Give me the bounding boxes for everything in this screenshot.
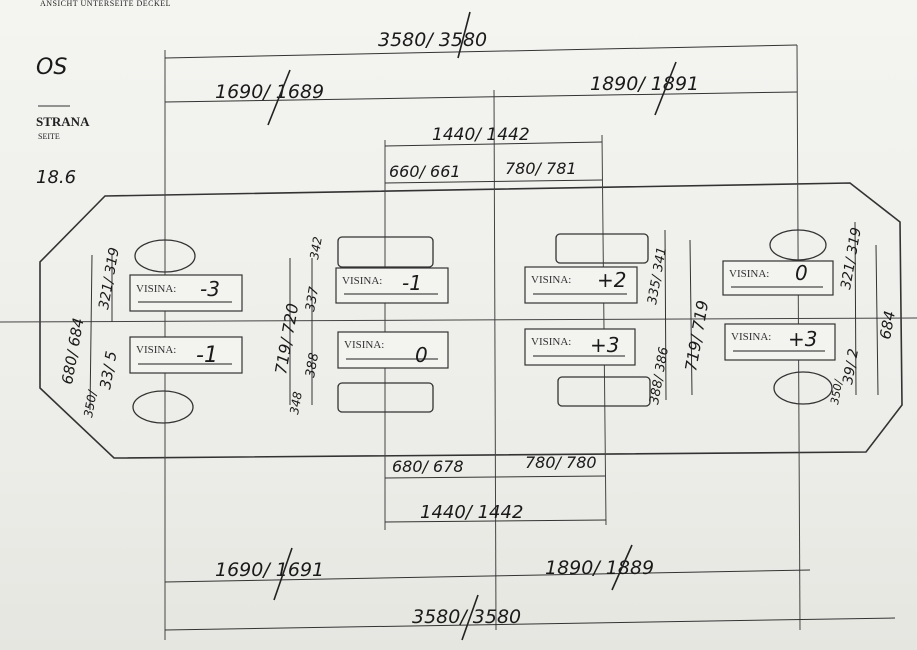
visina-value-f: 0 <box>415 343 428 367</box>
visina-box-h: VISINA: +3 <box>724 323 836 361</box>
dim-bottom-right-half: 1890/ 1889 <box>545 557 654 579</box>
visina-box-e: VISINA: -1 <box>129 336 243 374</box>
visina-box-f: VISINA: 0 <box>337 331 449 369</box>
dim-bottom-inner-split-line <box>384 475 606 479</box>
svg-text:VISINA:: VISINA: <box>729 268 769 280</box>
dim-left-upper: 321/ 319 <box>96 246 123 311</box>
center-axis-horizontal <box>0 317 917 323</box>
dim-left-tiny: 350/ <box>81 388 100 419</box>
svg-text:VISINA:: VISINA: <box>731 331 771 343</box>
dim-col2-upper: 337 <box>303 285 322 313</box>
dim-right-tiny: 350/ <box>828 378 845 406</box>
dim-bottom-inner-right: 780/ 780 <box>525 453 597 472</box>
pen-slash-top-right <box>654 61 677 116</box>
dim-col2-top: 342 <box>307 236 325 261</box>
dim-right-lower: 39/ 2 <box>840 347 862 385</box>
visina-box-a: VISINA: -3 <box>129 274 243 312</box>
dim-bottom-overall: 3580/ 3580 <box>412 606 521 628</box>
lid-outline <box>39 182 903 459</box>
visina-value-g: +3 <box>590 333 619 357</box>
visina-box-b: VISINA: -1 <box>335 267 449 304</box>
dim-top-overall: 3580/ 3580 <box>378 29 487 51</box>
dim-top-halves-line <box>164 91 798 103</box>
dim-right-upper: 321/ 319 <box>838 226 865 291</box>
side-label: STRANA <box>36 114 90 129</box>
pad-oval-top-left <box>134 239 196 273</box>
visina-value-h: +3 <box>788 327 817 351</box>
dim-top-inner-left: 660/ 661 <box>389 162 461 181</box>
pad-rect-top-inner-right <box>555 233 649 264</box>
dim-top-left-half: 1690/ 1689 <box>215 81 324 103</box>
pen-slash-bottom-overall <box>461 594 479 641</box>
pad-rect-top-inner-left <box>337 236 434 268</box>
dim-top-overall-line <box>164 44 798 59</box>
pad-rect-bottom-inner-right <box>557 376 651 407</box>
dim-col3-line-a <box>664 229 667 401</box>
pad-oval-top-right <box>769 229 827 261</box>
visina-value-a: -3 <box>200 277 220 301</box>
dim-top-inner-split-line <box>384 179 603 184</box>
dim-bottom-inner: 1440/ 1442 <box>420 502 523 523</box>
dim-col3-total: 719/ 719 <box>681 299 712 373</box>
svg-text:VISINA:: VISINA: <box>342 275 382 287</box>
visina-box-g: VISINA: +3 <box>524 328 636 366</box>
dim-top-inner-right: 780/ 781 <box>505 159 577 178</box>
pad-oval-bottom-right <box>773 371 833 405</box>
dim-bottom-inner-left: 680/ 678 <box>392 457 464 476</box>
dim-col3-lower: 388/ 386 <box>647 346 672 406</box>
dim-bottom-left-half: 1690/ 1691 <box>215 559 324 581</box>
print-caption: ANSICHT UNTERSEITE DECKEL <box>40 0 171 8</box>
pad-rect-bottom-inner-left <box>337 382 434 413</box>
dim-right-line-a <box>854 221 857 396</box>
svg-text:VISINA:: VISINA: <box>136 344 176 356</box>
dim-top-right-half: 1890/ 1891 <box>590 73 699 95</box>
dim-right-line-b <box>875 244 879 396</box>
dim-left-lower: 33/ 5 <box>96 350 120 391</box>
center-axis-vertical <box>493 89 497 631</box>
visina-value-c: +2 <box>597 268 626 292</box>
visina-box-c: VISINA: +2 <box>524 266 638 304</box>
pen-slash-bottom-right <box>611 544 633 591</box>
svg-text:VISINA:: VISINA: <box>531 274 571 286</box>
svg-text:VISINA:: VISINA: <box>531 336 571 348</box>
dim-col3-line-b <box>689 239 693 396</box>
dim-left-vertical-line <box>89 254 93 411</box>
pen-slash-top-overall <box>457 11 471 59</box>
visina-value-b: -1 <box>402 271 422 295</box>
visina-box-d: VISINA: 0 <box>722 260 834 296</box>
pen-slash-top-left <box>267 69 291 126</box>
dim-col2-small: 348 <box>287 390 305 415</box>
svg-text:VISINA:: VISINA: <box>136 283 176 295</box>
side-sublabel: SEITE <box>38 132 60 141</box>
dim-top-inner: 1440/ 1442 <box>432 125 530 145</box>
svg-text:VISINA:: VISINA: <box>344 339 384 351</box>
dim-left-vertical-total: 680/ 684 <box>58 316 87 385</box>
dim-col3-upper: 335/ 341 <box>645 246 670 306</box>
dim-top-inner-line <box>384 141 603 147</box>
dim-col2-total: 719/ 720 <box>271 302 302 376</box>
dim-bottom-inner-line <box>384 519 607 523</box>
visina-value-e: -1 <box>196 343 218 368</box>
dim-col2-lower: 388 <box>303 352 322 379</box>
dim-bottom-halves-line <box>164 569 811 583</box>
pen-slash-bottom-left <box>273 547 293 601</box>
pad-oval-bottom-left <box>132 390 194 424</box>
dim-right-total: 684 <box>876 309 899 340</box>
visina-value-d: 0 <box>795 261 808 285</box>
sheet-ref: 18.6 <box>36 167 76 188</box>
dim-bottom-overall-line <box>164 617 896 631</box>
side-code: OS <box>36 55 67 80</box>
